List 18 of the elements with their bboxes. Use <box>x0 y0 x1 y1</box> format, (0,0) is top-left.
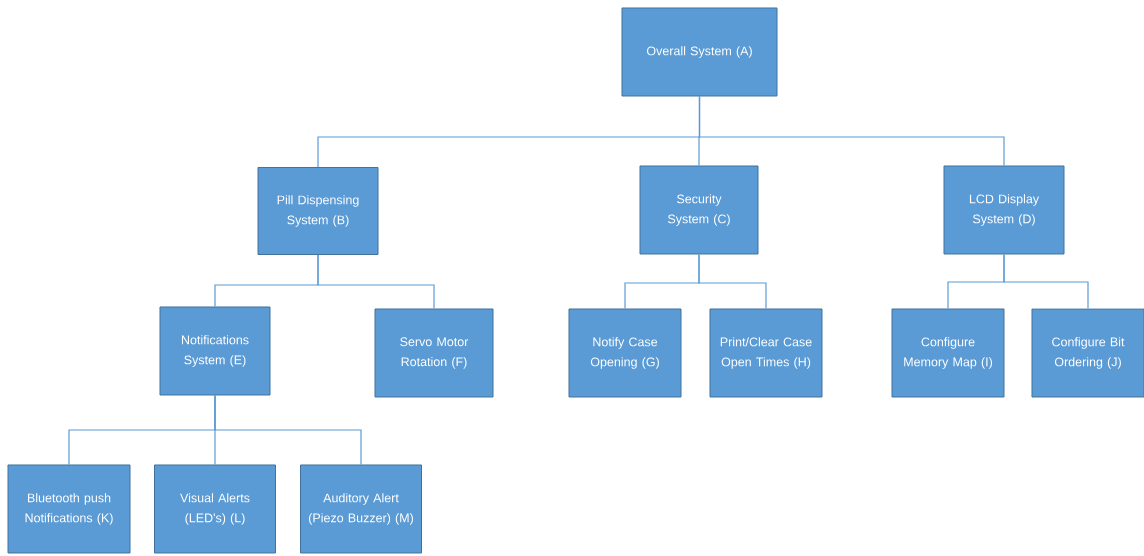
process-box: Configure Memory Map (I) <box>891 308 1005 398</box>
process-box: Notifications System (E) <box>159 306 271 396</box>
connector-line <box>698 253 767 310</box>
process-box: Configure Bit Ordering (J) <box>1031 308 1144 398</box>
process-box: Auditory Alert (Piezo Buzzer) (M) <box>300 464 422 554</box>
process-box: Bluetooth push Notifications (K) <box>7 464 131 554</box>
process-box: Notify Case Opening (G) <box>568 308 682 398</box>
connector-line <box>1003 253 1089 310</box>
connector-line <box>317 254 435 310</box>
connector-line <box>214 394 362 466</box>
process-box: Servo Motor Rotation (F) <box>374 308 494 398</box>
process-box: Overall System (A) <box>621 7 778 97</box>
process-box: Security System (C) <box>639 165 759 255</box>
process-box: Print/Clear Case Open Times (H) <box>709 308 823 398</box>
process-box: Pill Dispensing System (B) <box>257 167 379 255</box>
process-box: Visual Alerts (LED's) (L) <box>154 464 276 554</box>
connector-line <box>698 95 1005 167</box>
process-box: LCD Display System (D) <box>943 165 1065 255</box>
